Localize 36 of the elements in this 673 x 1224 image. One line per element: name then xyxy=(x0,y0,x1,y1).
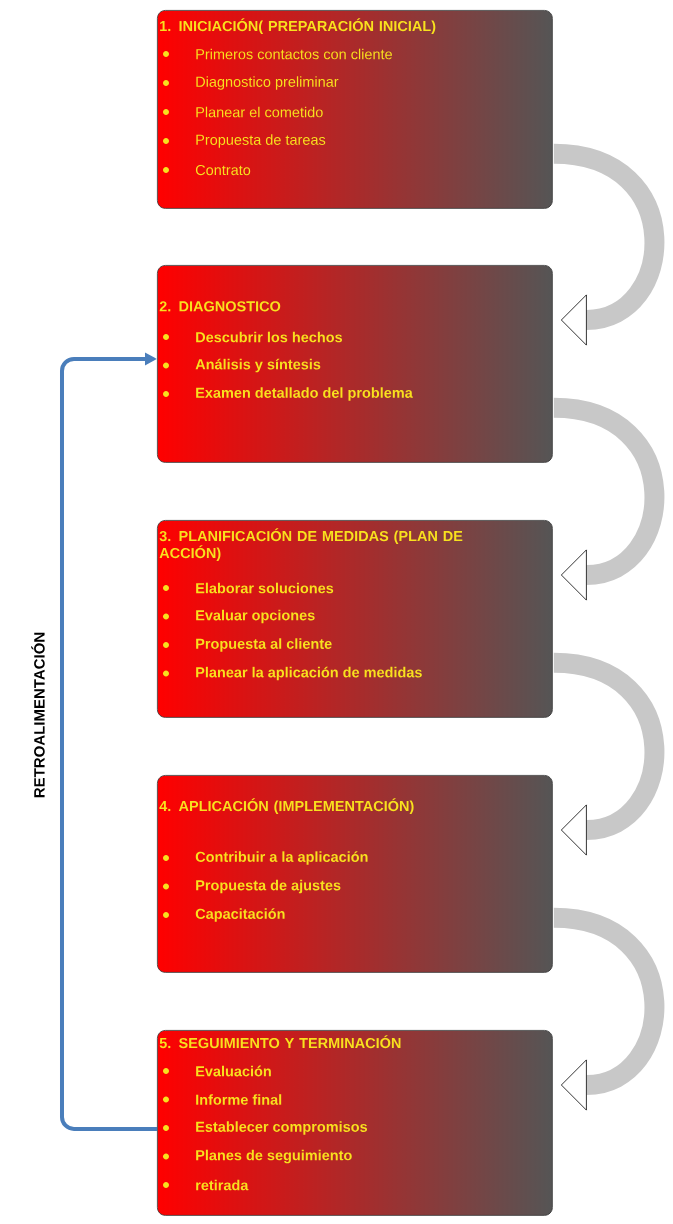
bullet-item: Descubrir los hechos xyxy=(163,331,343,343)
box-heading: 1. INICIACIÓN( PREPARACIÓN INICIAL) xyxy=(160,18,436,35)
process-box xyxy=(157,775,553,973)
curved-arrow xyxy=(552,143,665,346)
curved-arrow xyxy=(552,652,665,856)
box-heading: 2. DIAGNOSTICO xyxy=(159,301,281,312)
process-box xyxy=(157,10,553,209)
box-heading: 3. PLANIFICACIÓN DE MEDIDAS (PLAN DE ACCIÓN) xyxy=(159,528,463,562)
bullet-item: Planear el cometido xyxy=(163,106,323,118)
bullet-item: Diagnostico preliminar xyxy=(163,76,339,90)
bullet-item: Análisis y síntesis xyxy=(163,358,321,373)
bullet-item: Propuesta al cliente xyxy=(163,638,332,652)
box-heading: 4. APLICACIÓN (IMPLEMENTACIÓN) xyxy=(159,798,414,815)
bullet-item: retirada xyxy=(163,1179,249,1191)
bullet-item: Contribuir a la aplicación xyxy=(163,851,368,865)
bullet-item: Primeros contactos con cliente xyxy=(163,48,392,60)
bullet-item: Elaborar soluciones xyxy=(163,582,334,594)
bullet-item: Contrato xyxy=(163,164,251,176)
bullet-item: Examen detallado del problema xyxy=(163,387,413,401)
process-box xyxy=(157,265,553,463)
bullet-item: Planear la aplicación de medidas xyxy=(163,666,422,681)
bullet-item: Planes de seguimiento xyxy=(163,1149,352,1164)
process-box xyxy=(157,1030,553,1216)
bullet-item: Informe final xyxy=(163,1094,282,1105)
bullet-item: Evaluar opciones xyxy=(163,609,315,624)
curved-arrow xyxy=(552,397,665,601)
process-box xyxy=(157,520,553,718)
vertical-label: RETROALIMENTACIÓN xyxy=(31,632,45,798)
curved-arrow xyxy=(552,907,665,1111)
bullet-item: Propuesta de ajustes xyxy=(163,879,341,894)
box-heading: 5. SEGUIMIENTO Y TERMINACIÓN xyxy=(159,1035,401,1049)
bullet-item: Capacitación xyxy=(163,908,285,922)
bullet-item: Evaluación xyxy=(163,1065,271,1077)
bullet-item: Propuesta de tareas xyxy=(163,134,326,148)
bullet-item: Establecer compromisos xyxy=(163,1121,368,1135)
feedback-arrow xyxy=(60,352,157,1131)
